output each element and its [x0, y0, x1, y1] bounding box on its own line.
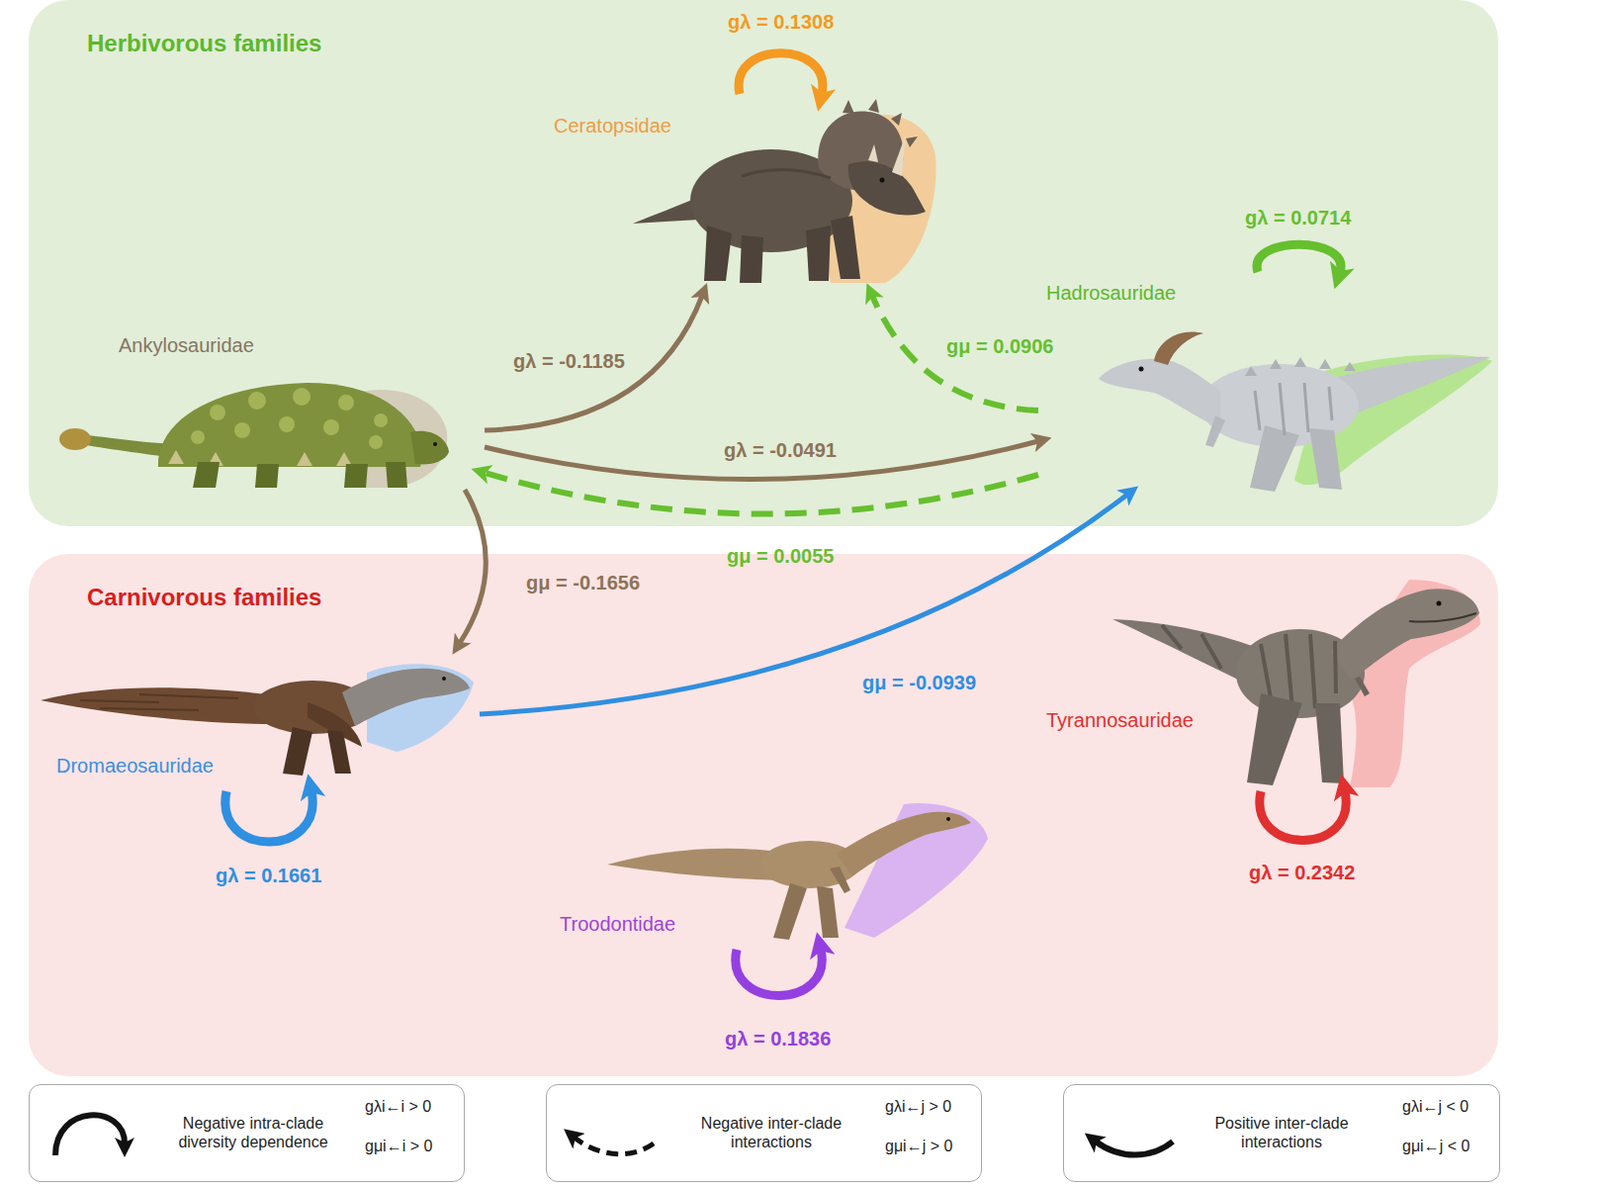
- text-slot: gμ = 0.0055: [726, 543, 834, 568]
- text-slot: gλi←j < 0: [1402, 1096, 1469, 1116]
- self-loop-arrow: [1256, 244, 1341, 272]
- carnivore-panel: Carnivorous families Dromaeosauridae Tro…: [28, 553, 1499, 1076]
- ceratopsid-illustration: [632, 96, 940, 286]
- family-node: Dromaeosauridae: [39, 642, 480, 792]
- family-name: Hadrosauridae: [1046, 280, 1176, 305]
- family-node: Tyrannosauridae: [1018, 573, 1484, 792]
- formula-label: gλi←j > 0: [885, 1096, 952, 1116]
- text-slot: gλ = 0.2342: [1248, 860, 1355, 885]
- text-slot: Troodontidae: [559, 911, 676, 936]
- legend-arrow: [55, 1114, 125, 1156]
- legend-box: Negative inter-clade interactions gλi←j >…: [545, 1083, 982, 1182]
- edge-label: gμ = 0.0055: [726, 543, 834, 568]
- formula-label: gμi←i > 0: [364, 1136, 433, 1156]
- edge-label: gλ = -0.1185: [513, 349, 625, 373]
- text-slot: Hadrosauridae: [1046, 280, 1176, 305]
- tyrannosaurid-illustration: [1112, 579, 1481, 790]
- edge-label: gλ = 0.1308: [727, 9, 834, 34]
- text-slot: gμi←i > 0: [364, 1136, 433, 1156]
- hadrosaurid-illustration: [1096, 321, 1493, 495]
- text-slot: gμi←j > 0: [885, 1136, 953, 1156]
- text-slot: gλ = 0.1661: [215, 863, 322, 888]
- panel-heading: Herbivorous families: [87, 29, 322, 59]
- family-node: Hadrosauridae: [1038, 271, 1494, 495]
- text-slot: Herbivorous families: [87, 29, 322, 59]
- family-name: Ceratopsidae: [553, 113, 672, 138]
- self-loop-arrow: [738, 53, 823, 94]
- text-slot: Tyrannosauridae: [1046, 708, 1194, 732]
- legend-box: Positive inter-clade interactions gλi←j <…: [1063, 1083, 1501, 1182]
- text-slot: gλ = 0.1836: [724, 1026, 831, 1051]
- family-node: Ceratopsidae: [538, 93, 940, 296]
- edge-label: gμ = 0.0906: [946, 334, 1054, 358]
- text-slot: gμ = -0.1656: [526, 570, 640, 595]
- edge-label: gλ = 0.0714: [1244, 205, 1351, 230]
- edge-label: gλ = -0.0491: [723, 438, 837, 462]
- text-slot: Ankylosauridae: [118, 333, 255, 357]
- solid-arrow: [479, 494, 1128, 714]
- self-loop-arrow: [225, 791, 313, 842]
- text-slot: Carnivorous families: [87, 583, 322, 613]
- formula-label: gμi←j < 0: [1402, 1136, 1470, 1156]
- legend-box: Negative intra-clade diversity dependenc…: [28, 1083, 465, 1182]
- legend-symbol: [37, 1093, 152, 1173]
- text-slot: gμ = -0.0939: [862, 670, 977, 695]
- text-slot: gλi←i > 0: [364, 1096, 432, 1116]
- text-slot: gλi←j > 0: [885, 1096, 952, 1116]
- legend-symbol: [554, 1093, 669, 1173]
- family-name: Dromaeosauridae: [56, 753, 214, 778]
- family-name: Ankylosauridae: [118, 333, 255, 357]
- text-slot: gμ = 0.0906: [946, 334, 1054, 358]
- text-slot: Ceratopsidae: [553, 113, 672, 138]
- legend-symbol: [1071, 1093, 1186, 1173]
- legend-arrow: [1095, 1141, 1173, 1156]
- solid-arrow: [484, 295, 703, 431]
- solid-arrow: [459, 489, 486, 643]
- text-slot: gλ = -0.1185: [513, 349, 625, 373]
- text-slot: Negative intra-clade diversity dependenc…: [158, 1113, 349, 1152]
- edge-label: gμ = -0.1656: [526, 570, 640, 595]
- ankylosaurid-illustration: [59, 372, 450, 490]
- panel-heading: Carnivorous families: [87, 583, 322, 613]
- family-node: Ankylosauridae: [54, 326, 485, 490]
- text-slot: Positive inter-clade interactions: [1192, 1113, 1371, 1152]
- family-name: Troodontidae: [559, 911, 676, 936]
- family-node: Troodontidae: [553, 796, 989, 950]
- self-loop-arrow: [735, 949, 822, 996]
- dashed-arrow: [484, 472, 1039, 515]
- formula-label: gλi←j < 0: [1402, 1096, 1469, 1116]
- legend-arrow: [574, 1137, 654, 1155]
- legend-text: Positive inter-clade interactions: [1192, 1113, 1371, 1152]
- formula-label: gμi←j > 0: [885, 1136, 953, 1156]
- text-slot: gμi←j < 0: [1402, 1136, 1470, 1156]
- text-slot: gλ = 0.1308: [727, 9, 834, 34]
- self-loop-arrow: [1259, 791, 1346, 841]
- legend-text: Negative inter-clade interactions: [681, 1113, 862, 1152]
- legend-text: Negative intra-clade diversity dependenc…: [158, 1113, 349, 1152]
- formula-label: gλi←i > 0: [364, 1096, 432, 1116]
- edge-label: gλ = 0.1661: [215, 863, 322, 888]
- text-slot: gλ = 0.0714: [1244, 205, 1351, 230]
- family-name: Tyrannosauridae: [1046, 708, 1194, 732]
- edge-label: gμ = -0.0939: [862, 670, 977, 695]
- text-slot: Negative inter-clade interactions: [681, 1113, 862, 1152]
- text-slot: gλ = -0.0491: [723, 438, 837, 462]
- text-slot: Dromaeosauridae: [56, 753, 214, 778]
- edge-label: gλ = 0.1836: [724, 1026, 831, 1051]
- edge-label: gλ = 0.2342: [1248, 860, 1355, 885]
